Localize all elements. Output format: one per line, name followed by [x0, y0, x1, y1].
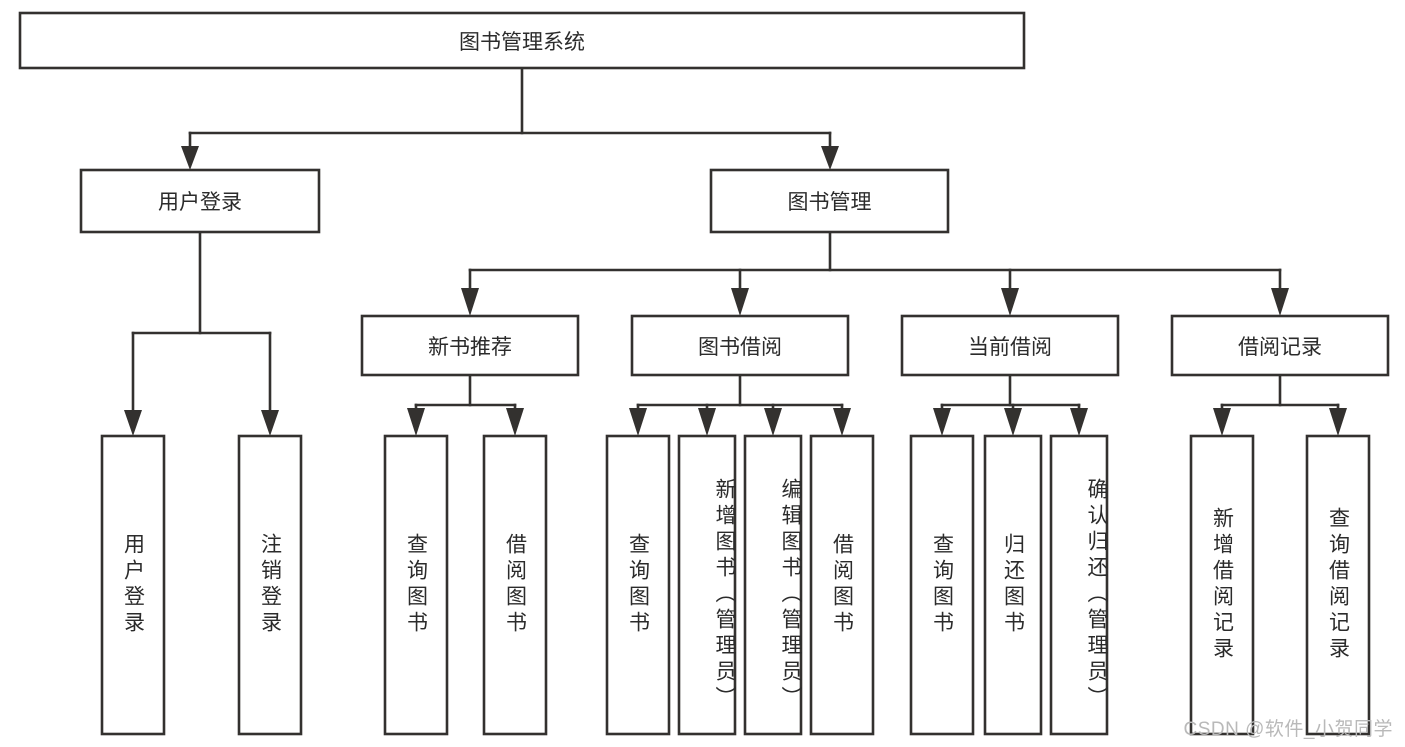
node-box-leaf-confirm-return[interactable] [1049, 434, 1109, 736]
node-box-book-borrow[interactable] [630, 314, 850, 377]
node-box-leaf-query-book-borrow[interactable] [605, 434, 671, 736]
node-box-leaf-add-book[interactable] [677, 434, 737, 736]
arrow-leaf-return-book [1004, 408, 1022, 436]
node-box-leaf-edit-book[interactable] [743, 434, 803, 736]
node-box-leaf-query-book-current[interactable] [909, 434, 975, 736]
arrow-leaf-add-book [698, 408, 716, 436]
node-box-leaf-user-login[interactable] [100, 434, 166, 736]
arrow-book-borrow [731, 288, 749, 316]
node-box-user-login[interactable] [79, 168, 321, 234]
arrow-leaf-query-borrow-record [1329, 408, 1347, 436]
node-box-leaf-borrow-book-recommend[interactable] [482, 434, 548, 736]
node-box-leaf-return-book[interactable] [983, 434, 1043, 736]
arrow-borrow-record [1271, 288, 1289, 316]
node-box-current-borrow[interactable] [900, 314, 1120, 377]
arrow-leaf-add-borrow-record [1213, 408, 1231, 436]
node-box-leaf-add-borrow-record[interactable] [1189, 434, 1255, 736]
arrow-leaf-logout [261, 410, 279, 436]
arrow-leaf-query-book-current [933, 408, 951, 436]
arrow-leaf-user-login [124, 410, 142, 436]
arrow-user-login [181, 146, 199, 170]
node-box-borrow-record[interactable] [1170, 314, 1390, 377]
arrow-leaf-borrow-book-recommend [506, 408, 524, 436]
node-box-root[interactable] [18, 11, 1026, 70]
arrow-leaf-confirm-return [1070, 408, 1088, 436]
node-box-leaf-borrow-book[interactable] [809, 434, 875, 736]
node-box-leaf-query-borrow-record[interactable] [1305, 434, 1371, 736]
node-box-leaf-query-book-recommend[interactable] [383, 434, 449, 736]
arrow-leaf-query-book-borrow [629, 408, 647, 436]
node-box-new-book-recommend[interactable] [360, 314, 580, 377]
node-box-leaf-logout[interactable] [237, 434, 303, 736]
arrow-leaf-edit-book [764, 408, 782, 436]
box-layer [18, 11, 1390, 736]
arrow-leaf-query-book-recommend [407, 408, 425, 436]
csdn-watermark: CSDN @软件_小贺同学 [1183, 719, 1393, 740]
arrow-book-management [821, 146, 839, 170]
node-box-book-management[interactable] [709, 168, 950, 234]
arrow-new-book-recommend [461, 288, 479, 316]
arrow-leaf-borrow-book [833, 408, 851, 436]
connector-layer [124, 66, 1347, 436]
arrow-current-borrow [1001, 288, 1019, 316]
